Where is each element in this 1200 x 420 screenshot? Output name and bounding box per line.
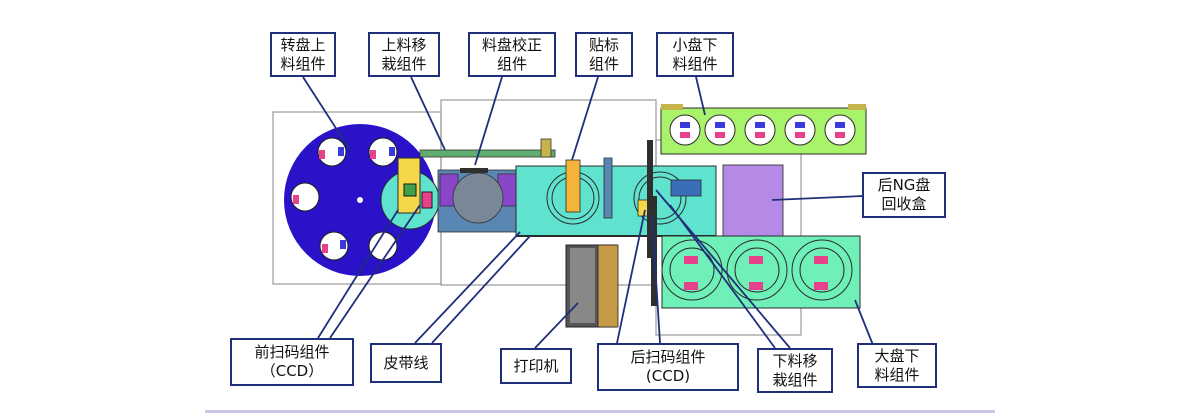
label-large-tray-unloading: 大盘下 料组件: [857, 343, 937, 388]
label-rear-scan: 后扫码组件 (CCD): [597, 343, 739, 391]
large-tray-unloading-assembly: [661, 235, 861, 309]
label-labeling: 贴标 组件: [575, 32, 633, 77]
small-tray-unloading-assembly: [660, 104, 867, 155]
ng-tray-recovery-box: [722, 164, 784, 238]
label-small-tray-unloading: 小盘下 料组件: [656, 32, 734, 77]
labeling-head: [565, 159, 581, 213]
label-ng-tray-recovery: 后NG盘 回收盒: [862, 172, 946, 218]
label-front-scan: 前扫码组件 （CCD）: [230, 338, 354, 386]
printer-unit: [565, 244, 619, 328]
label-turntable-loading: 转盘上 料组件: [270, 32, 336, 77]
label-tray-correction: 料盘校正 组件: [468, 32, 556, 77]
label-unloading-transfer: 下料移 栽组件: [757, 348, 833, 393]
label-printer: 打印机: [500, 348, 572, 384]
leader-lines: [302, 76, 874, 349]
loading-transfer-rail: [419, 149, 556, 158]
turntable-assembly: [284, 124, 440, 276]
label-belt-line: 皮带线: [370, 343, 442, 383]
footer-divider: [205, 410, 995, 413]
label-loading-transfer: 上料移 栽组件: [368, 32, 440, 77]
tray-correction-assembly: [437, 168, 517, 233]
